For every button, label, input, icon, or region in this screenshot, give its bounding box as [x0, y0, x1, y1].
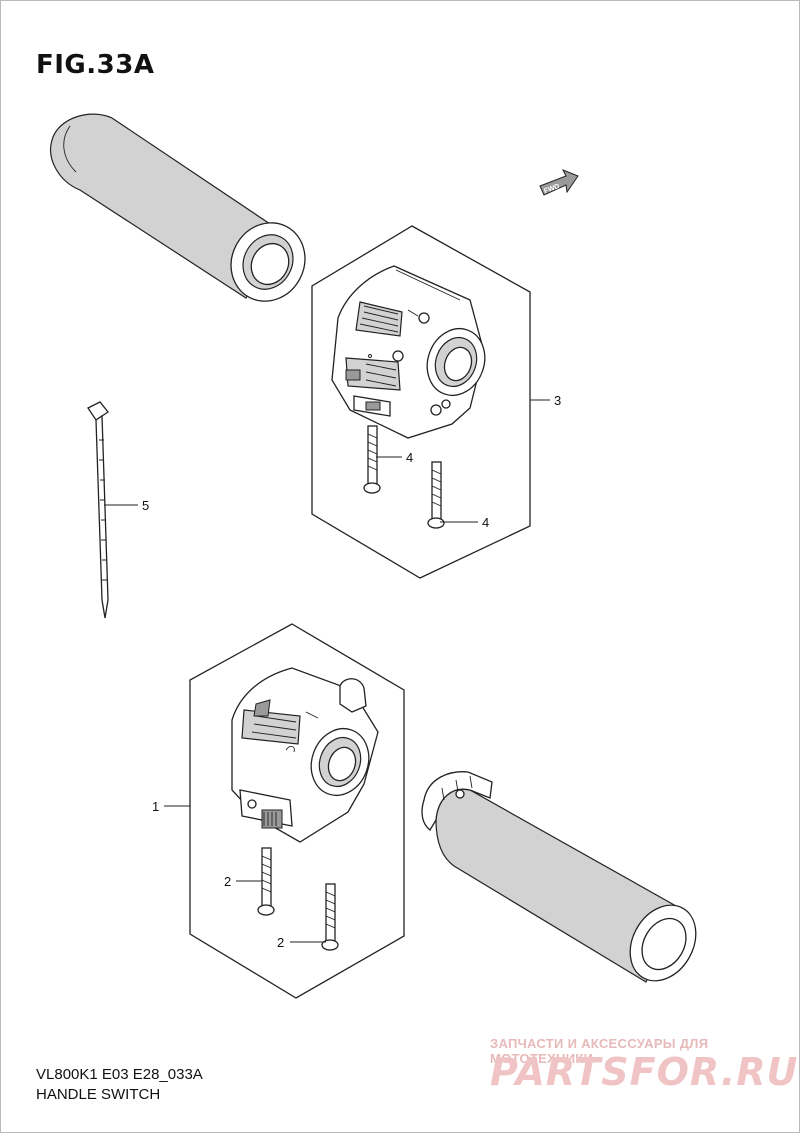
right-switch-group — [311, 225, 531, 579]
svg-text:1: 1 — [152, 799, 159, 814]
switch-screw-upper-a — [363, 425, 381, 494]
callout-2-lower: 2 — [277, 935, 326, 950]
svg-text:4: 4 — [406, 450, 413, 465]
callout-4-upper: 4 — [376, 450, 413, 465]
switch-screw-lower-b — [321, 883, 339, 951]
switch-screw-lower-a — [257, 847, 275, 916]
forward-direction-arrow-icon: FWD — [539, 169, 579, 196]
svg-text:4: 4 — [482, 515, 489, 530]
model-code: VL800K1 E03 E28_033A — [36, 1066, 203, 1083]
figure-title: FIG.33A — [36, 50, 155, 80]
throttle-grip — [421, 771, 697, 983]
watermark-tagline: ЗАПЧАСТИ И АКСЕССУАРЫ ДЛЯ МОТОТЕХНИКИ — [490, 1036, 709, 1066]
switch-screw-upper-b — [427, 461, 445, 529]
cable-tie — [87, 401, 109, 619]
callout-4-lower: 4 — [440, 515, 489, 530]
svg-text:5: 5 — [142, 498, 149, 513]
callout-3: 3 — [530, 393, 561, 408]
callout-5: 5 — [104, 498, 149, 513]
svg-text:3: 3 — [554, 393, 561, 408]
diagram-name: HANDLE SWITCH — [36, 1086, 161, 1103]
left-switch-group — [189, 623, 405, 999]
callout-1: 1 — [152, 799, 190, 814]
left-grip — [50, 113, 306, 302]
left-switch-outline — [189, 623, 405, 999]
callout-2-upper: 2 — [224, 874, 262, 889]
svg-text:2: 2 — [277, 935, 284, 950]
watermark-logo: PARTSFOR.RU — [490, 1050, 799, 1094]
right-switch-outline — [311, 225, 531, 579]
svg-text:2: 2 — [224, 874, 231, 889]
